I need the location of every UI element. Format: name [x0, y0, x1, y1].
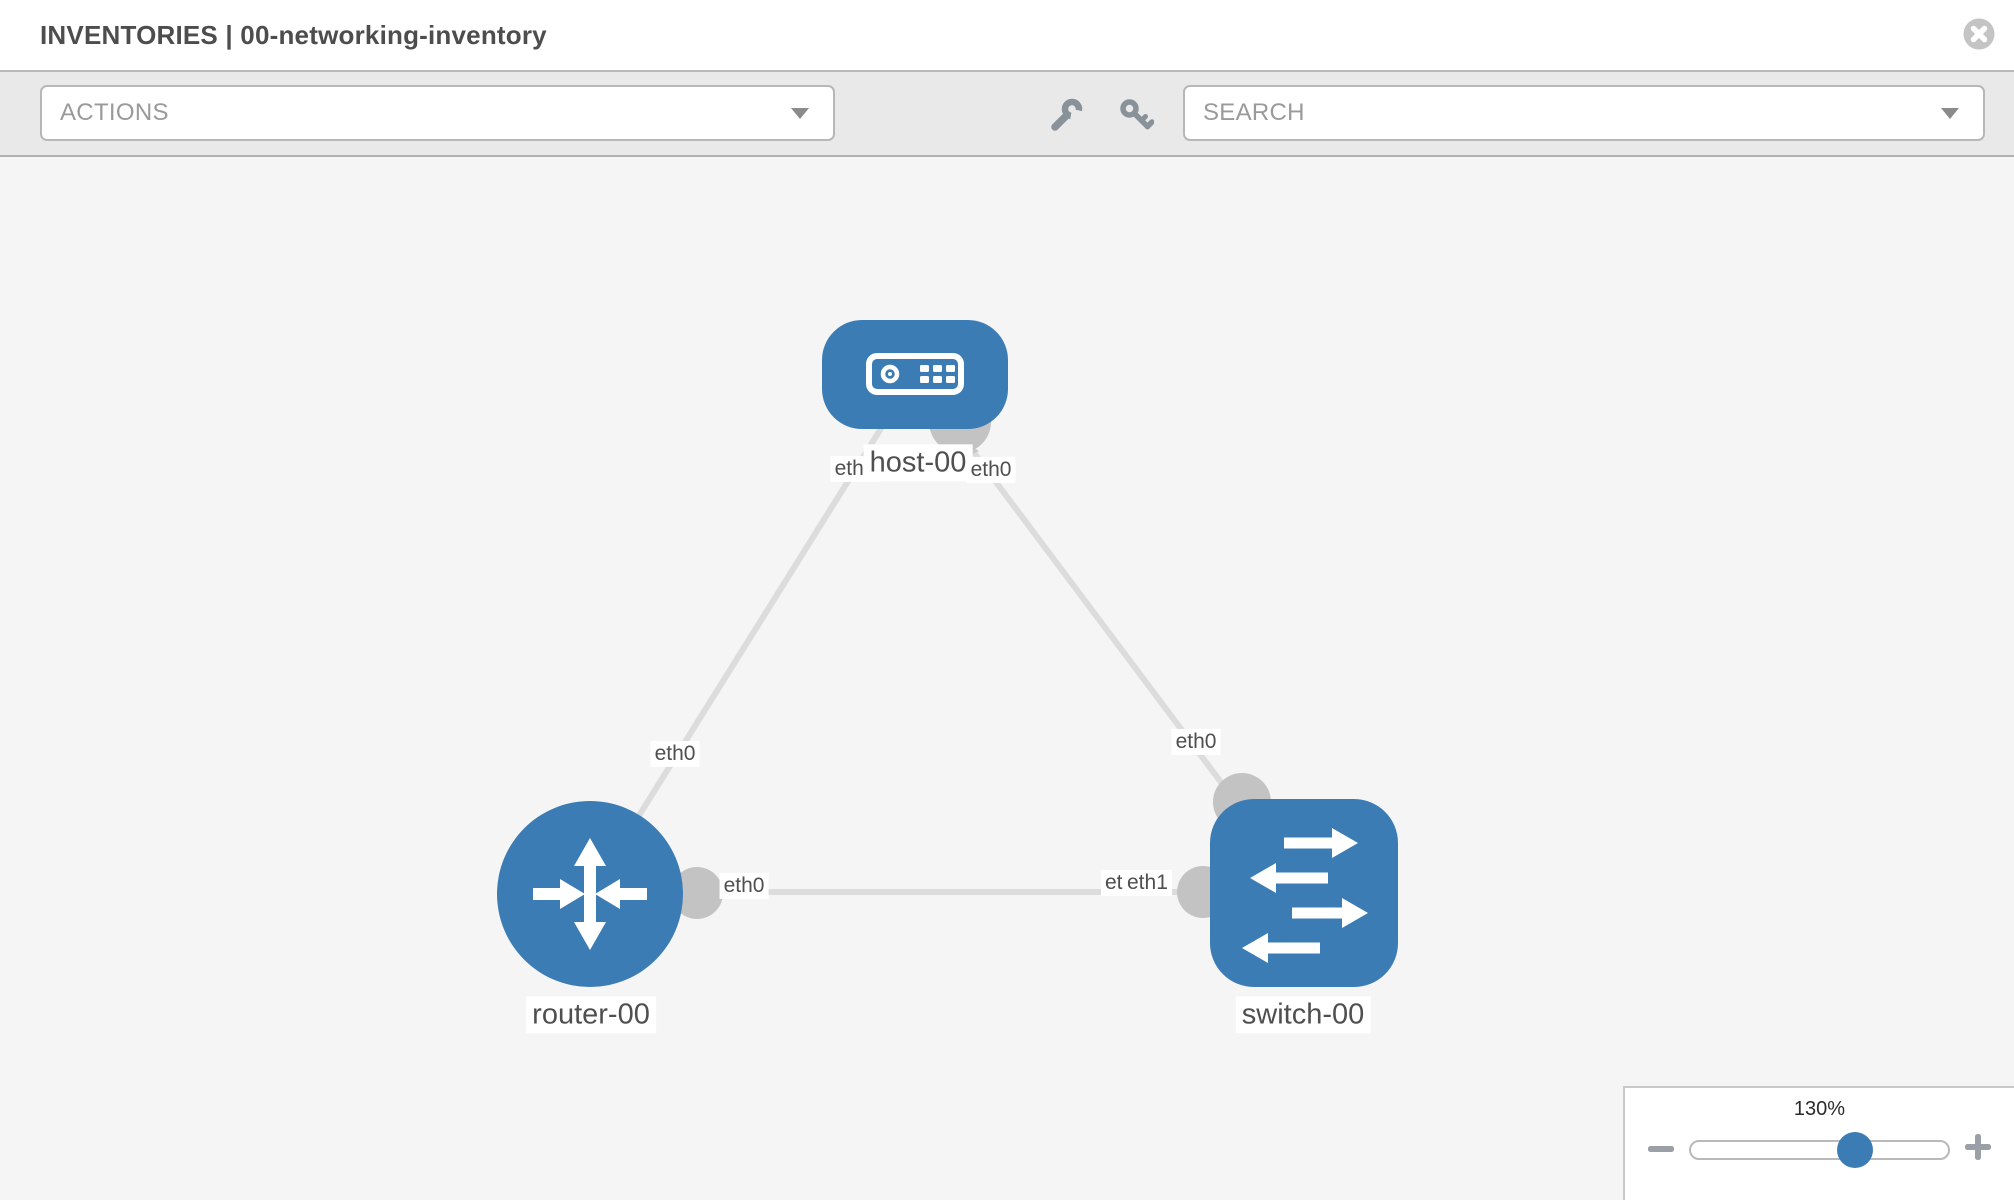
interface-label: eth0 [1171, 728, 1221, 756]
topology-canvas[interactable]: eth0 host-00 eth0 eth0 eth0 eth0 eth0 et… [0, 157, 2014, 1200]
node-switch[interactable] [1210, 799, 1398, 987]
node-label-router: router-00 [526, 996, 656, 1034]
search-dropdown[interactable]: SEARCH [1183, 85, 1985, 141]
interface-label: eth0 [966, 456, 1016, 484]
actions-dropdown[interactable]: ACTIONS [40, 85, 835, 141]
endpoint-router-right [671, 867, 723, 919]
header: INVENTORIES | 00-networking-inventory [0, 0, 2014, 72]
switch-icon [1242, 828, 1368, 963]
close-icon[interactable] [1963, 18, 1995, 50]
key-icon[interactable] [1118, 97, 1155, 133]
zoom-level-label: 130% [1793, 1098, 1846, 1120]
search-dropdown-label: SEARCH [1203, 99, 1305, 126]
wrench-icon[interactable] [1048, 97, 1084, 133]
zoom-slider-thumb[interactable] [1837, 1131, 1874, 1168]
chevron-down-icon [1941, 108, 1959, 119]
node-label-host: host-00 [863, 444, 973, 482]
chevron-down-icon [791, 108, 809, 119]
interface-label: eth0 [650, 740, 700, 768]
node-host[interactable] [822, 320, 1008, 429]
router-icon [533, 838, 647, 950]
zoom-out-icon[interactable] [1647, 1141, 1675, 1159]
host-icon [866, 353, 964, 395]
actions-dropdown-label: ACTIONS [60, 99, 169, 126]
interface-label: eth1 [1123, 870, 1172, 897]
page-title: INVENTORIES | 00-networking-inventory [40, 19, 547, 50]
zoom-slider[interactable] [1689, 1131, 1950, 1168]
node-router[interactable] [497, 801, 683, 987]
zoom-in-icon[interactable] [1964, 1133, 1992, 1166]
toolbar: ACTIONS SEARCH [0, 72, 2014, 157]
node-label-switch: switch-00 [1235, 996, 1371, 1034]
interface-label: eth0 [719, 872, 769, 900]
zoom-panel: 130% [1623, 1086, 2014, 1200]
